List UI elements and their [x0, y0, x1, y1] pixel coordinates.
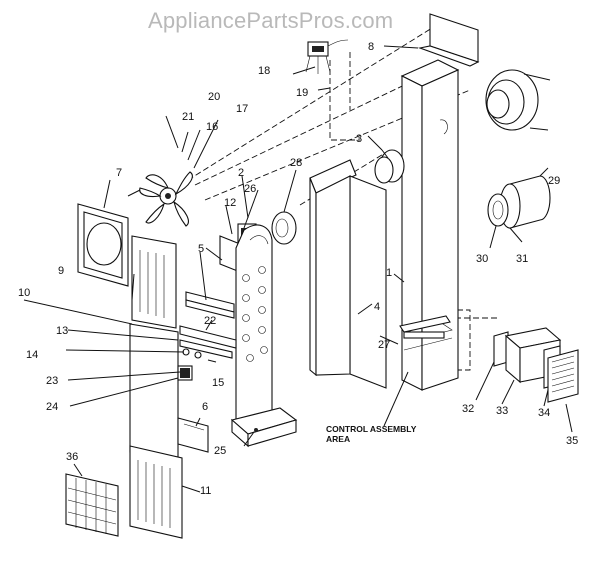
callout-35: 35	[566, 435, 578, 447]
callout-25: 25	[214, 445, 226, 457]
part-11-lower-grille	[129, 445, 183, 539]
callout-16: 16	[206, 121, 218, 133]
callout-17: 17	[236, 103, 248, 115]
callout-15: 15	[212, 377, 224, 389]
callout-8: 8	[368, 41, 374, 53]
callout-34: 34	[538, 407, 550, 419]
part-3-ring	[374, 149, 405, 184]
callout-14: 14	[26, 349, 38, 361]
part-28-ring	[271, 211, 297, 245]
callout-18: 18	[258, 65, 270, 77]
callout-32: 32	[462, 403, 474, 415]
part-6-bottom-bar	[177, 417, 209, 453]
leader-lines	[23, 45, 573, 493]
callout-33: 33	[496, 405, 508, 417]
area-label-line1: CONTROL ASSEMBLY	[326, 424, 417, 434]
callout-6: 6	[202, 401, 208, 413]
callout-24: 24	[46, 401, 58, 413]
part-5-bracket	[185, 291, 235, 319]
callout-12: 12	[224, 197, 236, 209]
callout-26: 26	[244, 183, 256, 195]
callout-28: 28	[290, 157, 302, 169]
callout-10: 10	[18, 287, 30, 299]
callout-30: 30	[476, 253, 488, 265]
part-7-fan-shroud	[77, 203, 129, 287]
part-30-ring	[487, 193, 509, 227]
callout-29: 29	[548, 175, 560, 187]
part-4-divider-panel	[309, 159, 387, 389]
part-29-exhaust-ring	[485, 69, 551, 131]
watermark: AppliancePartsPros.com	[148, 8, 394, 33]
part-20-fan-blade	[139, 171, 193, 227]
callout-23: 23	[46, 375, 58, 387]
part-1-cabinet	[400, 59, 460, 391]
part-25-base-tray	[230, 407, 298, 448]
callout-20: 20	[208, 91, 220, 103]
callout-21: 21	[182, 111, 194, 123]
callout-19: 19	[296, 87, 308, 99]
part-27-bracket	[399, 315, 451, 339]
callout-36: 36	[66, 451, 78, 463]
callout-1: 1	[386, 267, 392, 279]
callout-22: 22	[204, 315, 216, 327]
part-8-top-plate	[417, 13, 480, 67]
callout-9: 9	[58, 265, 64, 277]
callout-27: 27	[378, 339, 390, 351]
part-2-blower-housing	[235, 224, 273, 431]
callout-numbers: 18 19 8 3 29 31 30 1 4 27 20 21 16 17 7 …	[18, 41, 578, 497]
callout-3: 3	[356, 133, 362, 145]
callout-31: 31	[516, 253, 528, 265]
part-36-grille	[65, 473, 119, 537]
control-assembly-area-label: CONTROL ASSEMBLY AREA	[326, 371, 417, 444]
part-9-grille-panel	[131, 235, 177, 329]
callout-7: 7	[116, 167, 122, 179]
part-31-cylinder	[499, 175, 551, 229]
callout-2: 2	[238, 167, 244, 179]
callout-5: 5	[198, 243, 204, 255]
callout-11: 11	[200, 485, 211, 497]
part-22-switch-bracket	[179, 325, 237, 359]
part-24-label-plate	[177, 365, 193, 381]
part-10-front-panel	[129, 323, 179, 461]
callout-4: 4	[374, 301, 380, 313]
part-18-capacitor	[305, 39, 349, 74]
area-label-line2: AREA	[326, 434, 350, 444]
part-35-vent-grille	[547, 349, 579, 403]
callout-13: 13	[56, 325, 68, 337]
part-14-knob	[182, 348, 202, 359]
